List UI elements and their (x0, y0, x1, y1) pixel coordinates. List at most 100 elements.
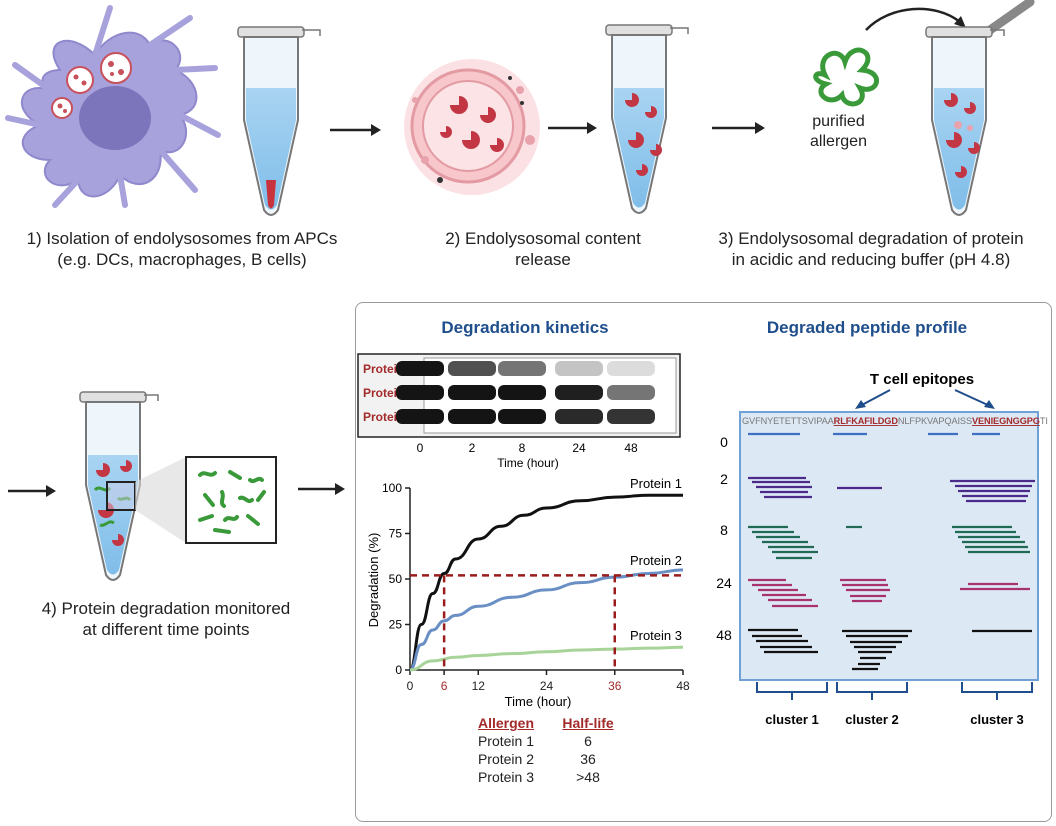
table-cell-allergen: Protein 3 (477, 769, 535, 785)
table-cell-allergen: Protein 1 (477, 733, 535, 749)
timepoint-label: 24 (716, 575, 732, 591)
arrow-icon (298, 483, 345, 495)
blot-band (448, 361, 496, 376)
chart-ylabel: Degradation (%) (366, 533, 381, 628)
cluster-bracket (836, 682, 908, 693)
step2-caption: 2) Endolysosomal content release (410, 228, 676, 270)
cluster-label: cluster 1 (765, 712, 818, 727)
blot-bands (396, 361, 655, 424)
allergen-label-line1: purified (812, 113, 865, 130)
table-row: Protein 2 36 (465, 750, 645, 768)
table-header-half-life: Half-life (562, 715, 614, 731)
tube-monitored-icon (79, 391, 159, 581)
blot-band (555, 409, 603, 424)
x-tick-label: 36 (608, 679, 622, 693)
blot-band (448, 409, 496, 424)
x-tick-label: 6 (441, 679, 448, 693)
step2-line2: release (515, 250, 571, 269)
x-tick-label: 24 (540, 679, 554, 693)
blot-lane-label: 2 (469, 441, 476, 455)
arrow-icon (8, 485, 56, 497)
blot-xlabel: Time (hour) (497, 456, 559, 470)
table-row: Protein 3 >48 (465, 768, 645, 786)
step4-caption: 4) Protein degradation monitored at diff… (0, 598, 332, 640)
step2-line1: 2) Endolysosomal content (445, 229, 641, 248)
series-line-protein-3 (409, 645, 684, 672)
x-tick-label: 0 (407, 679, 414, 693)
y-tick-label: 100 (382, 481, 402, 495)
tube-degradation-icon (925, 26, 1005, 216)
step1-line2: (e.g. DCs, macrophages, B cells) (57, 250, 307, 269)
table-cell-half-life: 36 (580, 751, 596, 767)
step1-line1: 1) Isolation of endolysosomes from APCs (26, 229, 338, 248)
table-header-allergen: Allergen (477, 715, 534, 731)
cluster-bracket (756, 682, 828, 693)
table-cell-half-life: 6 (584, 733, 592, 749)
blot-lane-label: 48 (624, 441, 638, 455)
timepoint-label: 2 (720, 471, 728, 487)
arrowhead-icon (855, 400, 866, 409)
blot-lane-label: 0 (417, 441, 424, 455)
zoom-box-fragments-icon (185, 456, 277, 544)
y-tick-label: 50 (389, 572, 403, 586)
allergen-label: purified allergen (791, 112, 886, 152)
arrow-icon (330, 124, 381, 136)
x-tick-label: 12 (472, 679, 486, 693)
step4-line2: at different time points (82, 620, 250, 639)
endolysosome-release-icon (404, 59, 540, 195)
peptide-fragments (748, 432, 1035, 671)
step4-illustration (8, 391, 345, 581)
epitope-arrow-left (859, 389, 891, 407)
step4-line1: 4) Protein degradation monitored (41, 599, 291, 618)
workflow-illustrations (5, 0, 1035, 216)
allergen-protein-icon (813, 47, 879, 107)
series-label-protein-3: Protein 3 (630, 628, 682, 643)
cluster-brackets (756, 682, 1033, 700)
half-life-table: Allergen Half-life Protein 1 6 Protein 2… (465, 714, 645, 786)
blot-band (555, 385, 603, 400)
chart-xlabel: Time (hour) (505, 694, 572, 709)
step3-line1: 3) Endolysosomal degradation of protein (718, 229, 1024, 248)
cluster-bracket (961, 682, 1033, 693)
timepoint-label: 48 (716, 627, 732, 643)
blot-band (498, 385, 546, 400)
blot-band (396, 409, 444, 424)
blot-band (555, 361, 603, 376)
step3-line2: in acidic and reducing buffer (pH 4.8) (731, 250, 1011, 269)
timepoint-label: 8 (720, 522, 728, 538)
blot-band (498, 361, 546, 376)
peptide-profile-title: Degraded peptide profile (766, 318, 968, 337)
y-tick-label: 25 (389, 618, 403, 632)
protein-sequence: GVFNYETETTSVIPAARLFKAFILDGDNLFPKVAPQAISS… (742, 416, 1048, 426)
blot-band (448, 385, 496, 400)
table-cell-allergen: Protein 2 (477, 751, 535, 767)
pipette-arrow-icon (865, 7, 966, 31)
tube-enzymes-icon (605, 24, 689, 214)
half-life-table-header: Allergen Half-life (465, 714, 645, 732)
timepoint-label: 0 (720, 434, 728, 450)
table-cell-half-life: >48 (576, 769, 600, 785)
cluster-label: cluster 2 (845, 712, 898, 727)
blot-band (607, 385, 655, 400)
blot-band (607, 409, 655, 424)
western-blot: Protein 1 Protein 2 Protein 3 0 2 8 24 4… (357, 353, 681, 470)
epitope-arrow-right (954, 389, 991, 407)
blot-band (607, 361, 655, 376)
cluster-label: cluster 3 (970, 712, 1023, 727)
blot-band (396, 361, 444, 376)
blot-lane-label: 8 (519, 441, 526, 455)
blot-band (498, 409, 546, 424)
epitope-label: T cell epitopes (870, 371, 974, 388)
step3-caption: 3) Endolysosomal degradation of protein … (690, 228, 1052, 270)
arrow-icon (712, 122, 765, 134)
table-row: Protein 1 6 (465, 732, 645, 750)
series-line-protein-1 (408, 493, 683, 672)
x-tick-label: 48 (676, 679, 690, 693)
series-label-protein-2: Protein 2 (630, 553, 682, 568)
blot-lane-label: 24 (572, 441, 586, 455)
zoom-cone (135, 457, 186, 543)
series-label-protein-1: Protein 1 (630, 476, 682, 491)
kinetics-title: Degradation kinetics (441, 318, 609, 337)
antigen-presenting-cell-icon (5, 5, 221, 208)
